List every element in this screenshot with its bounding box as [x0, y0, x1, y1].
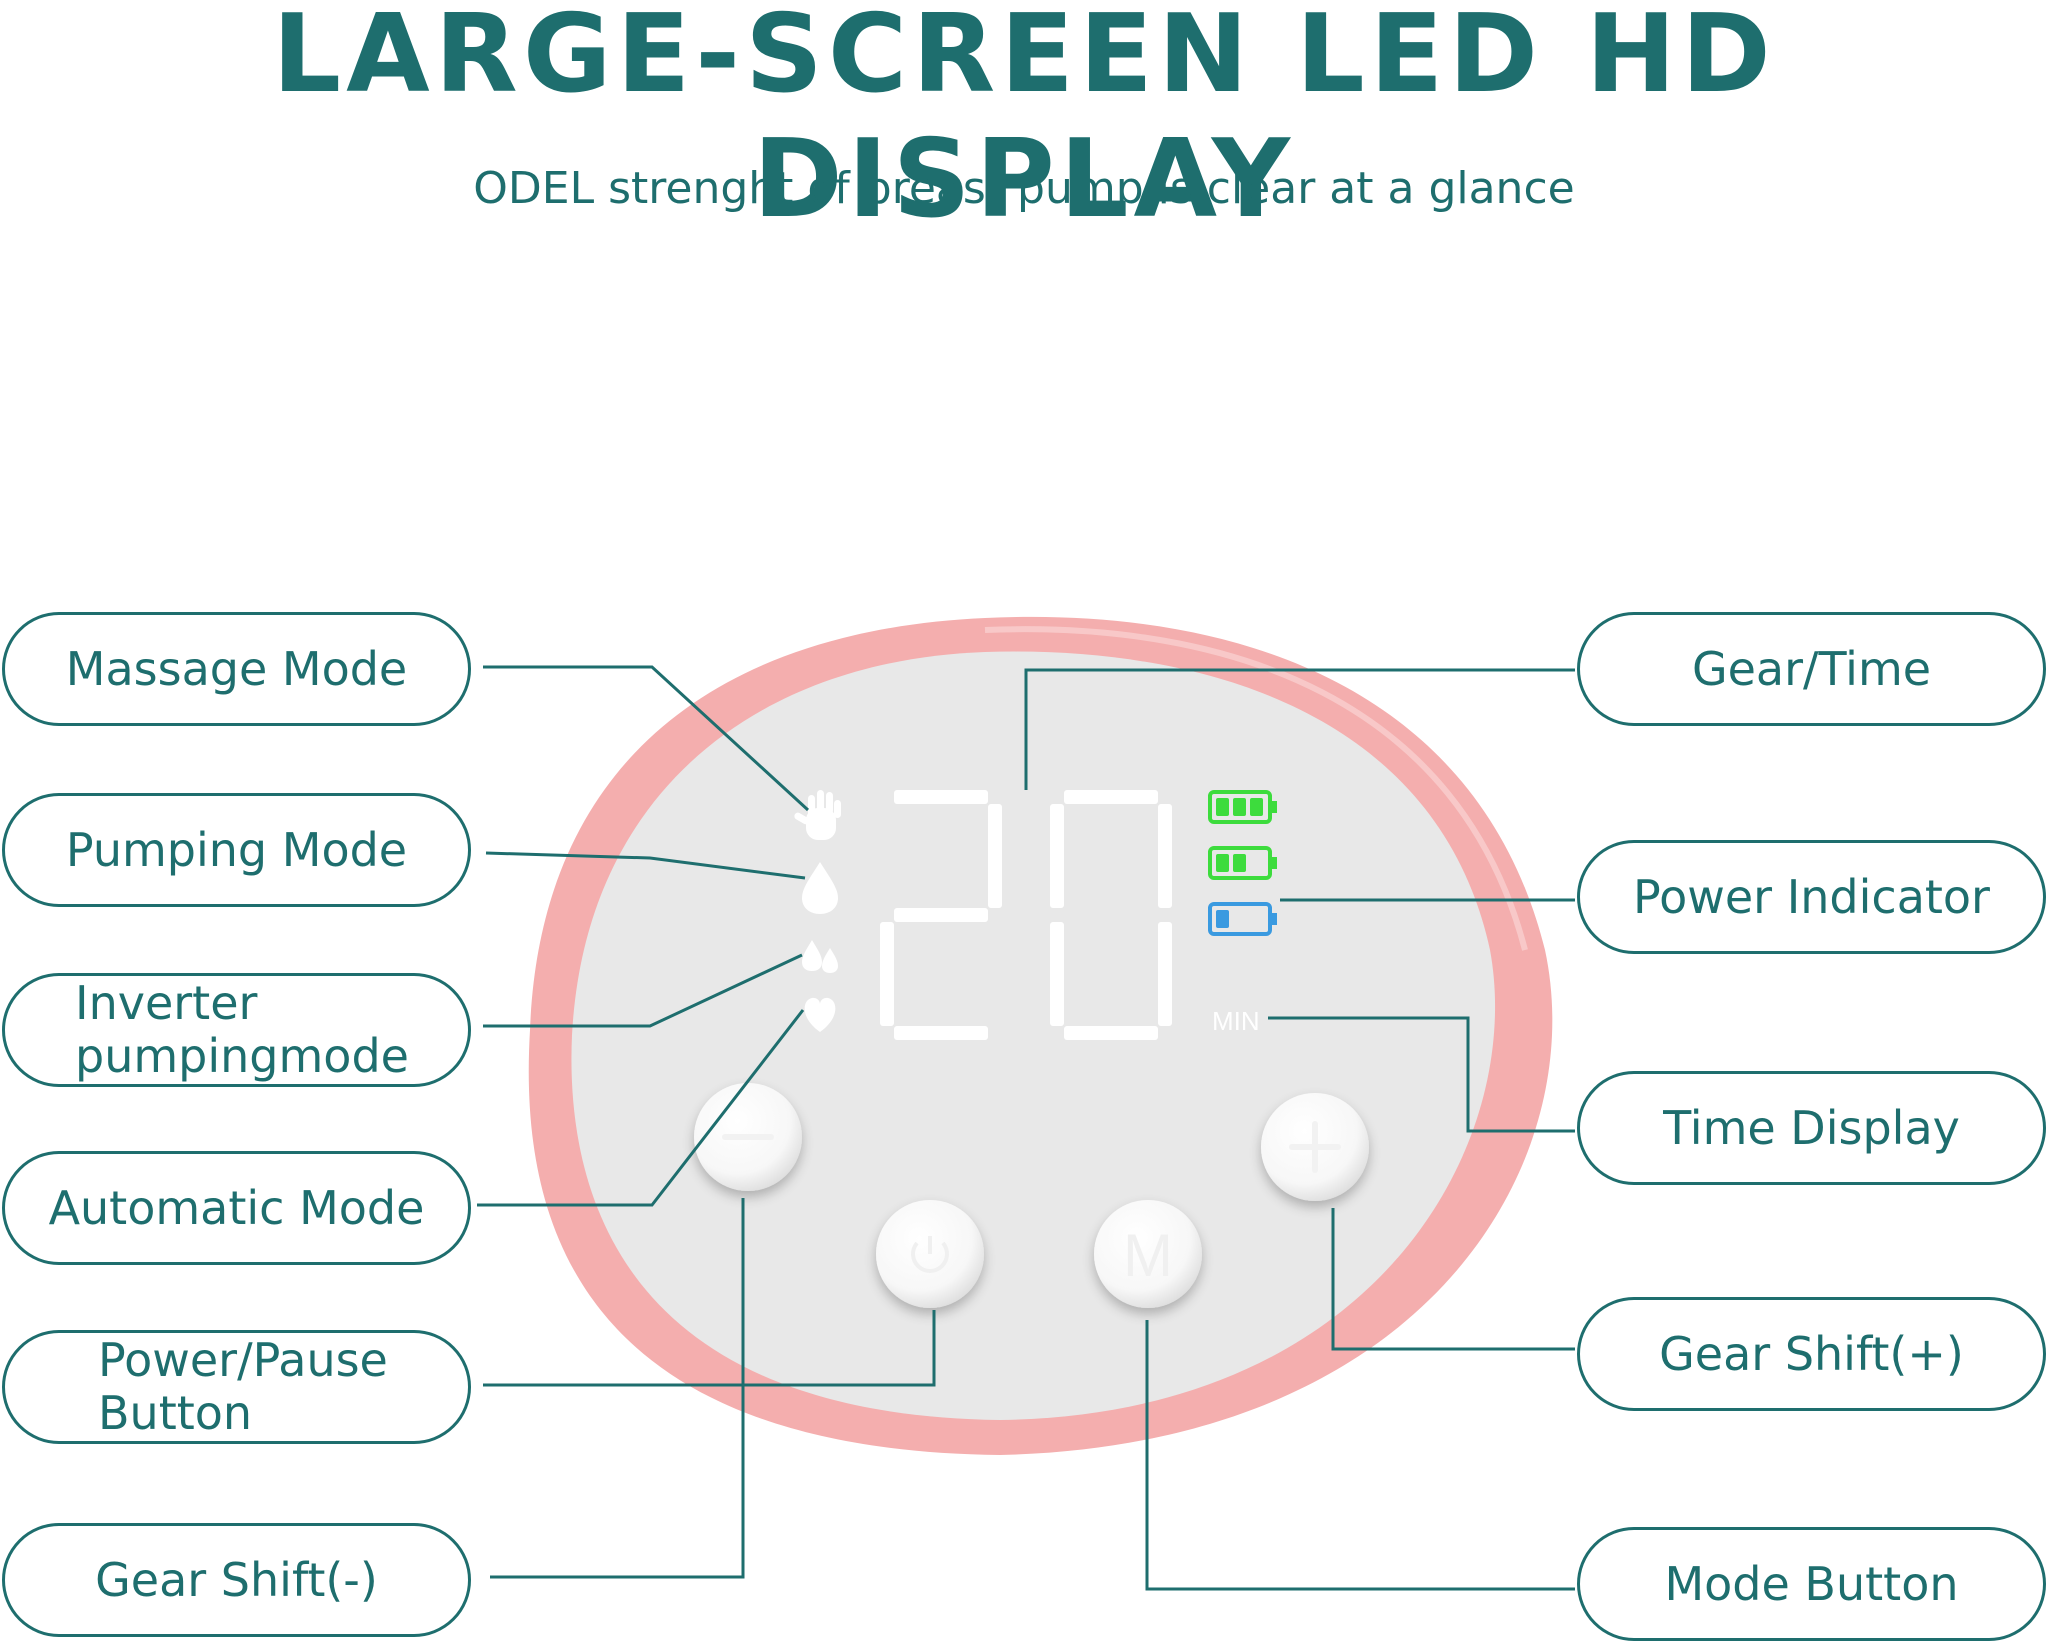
label-power-indicator: Power Indicator	[1577, 840, 2046, 954]
segment-display	[880, 790, 1172, 1040]
label-gear-shift-plus: Gear Shift(+)	[1577, 1297, 2046, 1411]
digit-segment	[1158, 922, 1172, 1026]
mode-button-letter: M	[1123, 1222, 1173, 1289]
page-subtitle: ODEL strenght of breast pump is clear at…	[473, 163, 1575, 214]
battery-icon	[1208, 790, 1277, 824]
hand-icon	[794, 790, 841, 840]
digit-segment	[894, 908, 988, 922]
digit-segment	[1050, 804, 1064, 908]
battery-indicators	[1208, 790, 1277, 936]
display-panel	[571, 651, 1496, 1420]
digit-segment	[894, 790, 988, 804]
digit-segment	[894, 1026, 988, 1040]
power-pause-button[interactable]	[876, 1200, 984, 1308]
digit-segment	[1158, 804, 1172, 908]
battery-icon	[1208, 846, 1277, 880]
label-pumping-mode: Pumping Mode	[2, 793, 471, 907]
digit-segment	[1064, 790, 1158, 804]
label-mode-button: Mode Button	[1577, 1527, 2046, 1641]
label-time-display: Time Display	[1577, 1071, 2046, 1185]
label-massage-mode: Massage Mode	[2, 612, 471, 726]
drops-icon	[802, 940, 838, 973]
min-label: MIN	[1212, 1006, 1260, 1036]
digit-segment	[880, 922, 894, 1026]
battery-icon	[1208, 902, 1277, 936]
digit-segment	[1050, 922, 1064, 1026]
label-automatic-mode: Automatic Mode	[2, 1151, 471, 1265]
gear-shift-minus-button[interactable]	[694, 1083, 802, 1191]
heart-icon	[804, 997, 836, 1032]
label-gear-time: Gear/Time	[1577, 612, 2046, 726]
label-gear-shift-minus: Gear Shift(-)	[2, 1523, 471, 1637]
drop-icon	[802, 862, 838, 914]
page-title: LARGE-SCREEN LED HD DISPLAY	[272, 0, 1776, 242]
power-icon	[911, 1236, 949, 1273]
gear-shift-plus-button[interactable]	[1261, 1093, 1369, 1201]
digit-segment	[988, 804, 1002, 908]
mode-button[interactable]: M	[1094, 1200, 1202, 1308]
digit-segment	[1064, 1026, 1158, 1040]
leader-lines	[477, 665, 1575, 1591]
